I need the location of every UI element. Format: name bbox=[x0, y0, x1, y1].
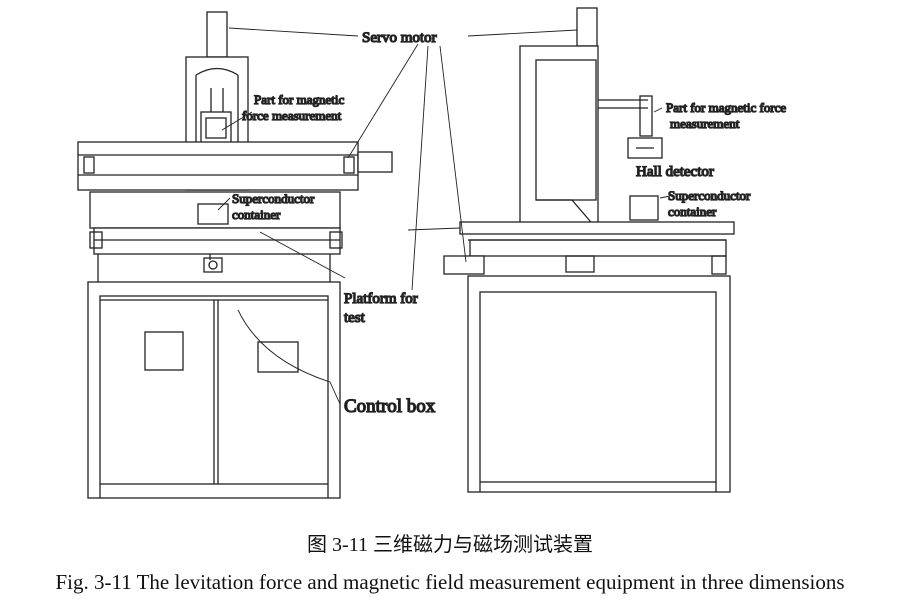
label-part-side-line1: Part for magnetic force bbox=[666, 100, 786, 115]
label-sc-front-line2: container bbox=[232, 207, 281, 222]
label-sc-front-line1: Superconductor bbox=[232, 191, 315, 206]
label-part-side-line2: measurement bbox=[670, 116, 740, 131]
front-superconductor-container bbox=[197, 203, 229, 225]
side-view bbox=[443, 7, 735, 493]
label-hall-detector: Hall detector bbox=[636, 164, 714, 180]
front-view bbox=[77, 11, 393, 499]
caption-chinese: 图 3-11 三维磁力与磁场测试装置 bbox=[307, 534, 593, 556]
label-platform-line2: test bbox=[344, 310, 366, 326]
side-servo-motor bbox=[576, 7, 598, 47]
label-part-front-line1: Part for magnetic bbox=[254, 92, 344, 107]
label-part-front-line2: force measurement bbox=[242, 108, 342, 123]
side-cabinet bbox=[467, 275, 731, 493]
label-sc-side-line2: container bbox=[668, 204, 717, 219]
front-platform bbox=[93, 227, 341, 255]
front-beam bbox=[77, 141, 359, 191]
side-column bbox=[519, 45, 599, 231]
front-servo-motor bbox=[206, 11, 228, 58]
equipment-diagram: Servo motor Part for magnetic force meas… bbox=[77, 7, 787, 499]
label-control-box: Control box bbox=[344, 396, 436, 417]
front-side-motor bbox=[357, 151, 393, 173]
side-table-top bbox=[459, 221, 735, 235]
side-superconductor-container bbox=[629, 195, 659, 221]
label-servo-motor: Servo motor bbox=[362, 30, 437, 46]
label-platform-line1: Platform for bbox=[344, 291, 418, 307]
side-side-motor bbox=[443, 255, 485, 275]
leader-lines bbox=[217, 27, 671, 405]
label-sc-side-line1: Superconductor bbox=[668, 188, 751, 203]
caption-english: Fig. 3-11 The levitation force and magne… bbox=[55, 570, 845, 594]
